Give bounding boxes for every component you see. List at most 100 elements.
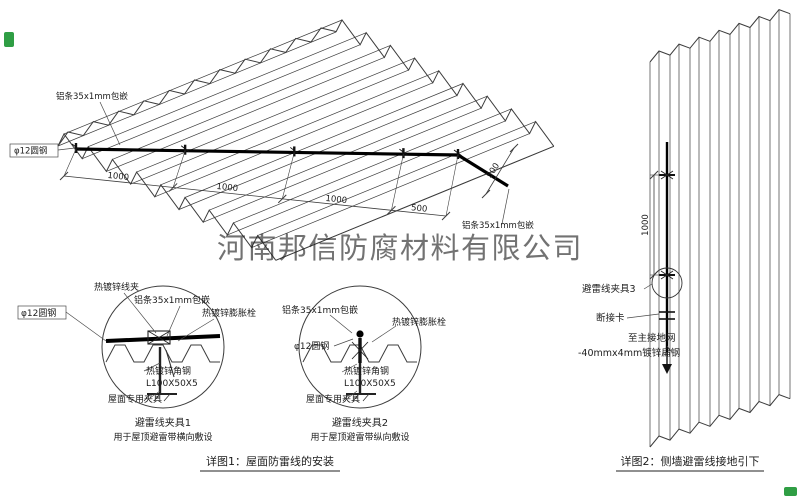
roof-ridge-line — [136, 57, 415, 173]
roof-fixture-label: 屋面专用夹具 — [108, 393, 162, 405]
strip-label: 铝条35x1mm包嵌 — [134, 294, 210, 306]
strip-label: 铝条35x1mm包嵌 — [282, 304, 358, 316]
disconnect-label: 断接卡 — [596, 312, 625, 324]
dimension-extension-line — [281, 152, 295, 199]
roof-ridge-line — [88, 32, 367, 148]
fig1-roof-view: 铝条35x1mm包嵌 φ12圆钢 铝条35x1mm包嵌 1000 1000 10… — [9, 19, 555, 261]
dimension-tick — [277, 194, 287, 204]
roof-ridge-line — [57, 31, 337, 147]
roof-ridge-line — [251, 133, 530, 248]
roof-ridge-line — [106, 57, 385, 172]
fig2-caption: 详图2：侧墙避雷线接地引下 — [621, 454, 760, 468]
detail1-round-steel-label-box — [17, 305, 67, 320]
detail-clamp2-callout: 铝条35x1mm包嵌 热镀锌膨胀栓 φ12圆钢 热镀锌角钢 L100X50X5 … — [282, 285, 446, 443]
roof-ridge-line — [227, 120, 506, 236]
detail2-callout-circle — [298, 285, 422, 409]
wire-clamp-hatch — [453, 149, 463, 157]
dim-1000-1: 1000 — [107, 171, 130, 183]
detail1-title: 避雷线夹具1 — [135, 416, 191, 429]
expansion-bolt-label: 热镀锌膨胀栓 — [392, 316, 446, 328]
roof-ridge-line — [203, 107, 482, 223]
fig1-leader-lines — [57, 101, 510, 225]
roof-ridge-line — [275, 145, 554, 261]
wall-dim-1000: 1000 — [641, 214, 651, 236]
roof-corrugation-geometry — [57, 19, 555, 261]
detail1-clamp-hatch — [147, 330, 171, 345]
dimension-tick — [481, 189, 491, 199]
wire-clamp-hatch — [71, 143, 81, 151]
dimension-extension-line — [63, 148, 77, 177]
angle-size-label: L100X50X5 — [344, 379, 396, 389]
roof-ridge-line — [112, 45, 391, 160]
roof-ridge-line — [154, 82, 433, 198]
dimension-tick — [509, 143, 519, 153]
detail1-leader-lines — [65, 292, 215, 399]
fig2-leader-lines — [626, 283, 673, 353]
expansion-bolt-label: 热镀锌膨胀栓 — [202, 307, 256, 319]
wall-bottom-edge — [649, 394, 791, 448]
detail1-clamp — [147, 330, 171, 345]
roof-ridge-line — [257, 121, 536, 236]
detail2-ground-hatch — [342, 393, 370, 402]
wire-clamp-hatch — [290, 147, 299, 154]
detail2-title: 避雷线夹具2 — [332, 416, 388, 429]
wall-clamp-lower-hatch — [660, 270, 674, 280]
roof-dimension-geometry — [59, 143, 519, 221]
wall-dim-ticks — [649, 170, 659, 280]
dimension-extension-line — [172, 150, 186, 188]
dim-1000-3: 1000 — [325, 194, 348, 206]
wall-clamp-upper-hatch — [660, 170, 674, 180]
fig2-wall-view: 1000 避雷线夹具3 断接卡 至主接地网 -40mmx4mm镀锌扁钢 — [578, 9, 791, 448]
angle-steel-label: 热镀锌角钢 — [344, 365, 389, 377]
wire-clip-label: 热镀锌线夹 — [94, 281, 139, 293]
green-watermark-mark-bottom-right — [784, 487, 797, 496]
wall-top-edge — [649, 9, 791, 63]
detail1-callout-circle — [101, 285, 225, 409]
aluminum-strip-label-right: 铝条35x1mm包嵌 — [462, 220, 534, 231]
roof-fixture-label: 屋面专用夹具 — [306, 393, 360, 405]
green-watermark-mark-top-left — [4, 32, 14, 47]
wire-clamp-hatch — [399, 148, 408, 156]
roof-ridge-line — [184, 83, 464, 198]
dim-500-2: 500 — [485, 161, 503, 180]
detail1-subtitle: 用于屋顶避雷带横向敷设 — [113, 431, 212, 443]
dimension-chain-line — [63, 175, 447, 217]
wall-corrugation-geometry — [649, 9, 791, 448]
angle-steel-label: 热镀锌角钢 — [146, 365, 191, 377]
detail1-expansion-bolt — [165, 349, 175, 378]
detail2-subtitle: 用于屋顶避雷带纵向敷设 — [310, 431, 409, 443]
round-steel-label-red: φ12圆钢 — [294, 340, 329, 352]
roof-ridge-line — [63, 19, 343, 135]
roof-ridge-line — [82, 44, 361, 160]
aluminum-strip-label: 铝条35x1mm包嵌 — [56, 91, 128, 102]
detail-clamp1-callout: 热镀锌线夹 铝条35x1mm包嵌 热镀锌膨胀栓 φ12圆钢 热镀锌角钢 L100… — [17, 281, 256, 443]
detail2-leader-lines — [329, 314, 397, 399]
dimension-tick — [168, 183, 178, 192]
clamp3-label: 避雷线夹具3 — [582, 283, 636, 295]
ground-arrow-head — [662, 364, 672, 374]
detail1-ground-hatch — [143, 393, 171, 402]
roof-ridge-line — [130, 69, 409, 185]
dimension-tick — [387, 205, 396, 215]
angle-size-label: L100X50X5 — [146, 379, 198, 389]
flat-steel-label: -40mmx4mm镀锌扁钢 — [578, 347, 680, 359]
wire-clamp-hatch — [180, 145, 190, 153]
dimension-extension-line — [391, 154, 404, 211]
fig1-caption: 详图1：屋面防雷线的安装 — [206, 454, 334, 468]
roof-ridge-line — [160, 70, 439, 186]
round-steel-label: φ12圆钢 — [14, 146, 47, 157]
dim-1000-2: 1000 — [216, 182, 239, 194]
detail1-wire — [105, 334, 221, 343]
detail1-roof-profile — [105, 344, 220, 363]
dim-500-1: 500 — [411, 203, 428, 215]
lightning-wire — [75, 147, 509, 188]
slope-dimension-line — [485, 147, 515, 195]
company-watermark: 河南邦信防腐材料有限公司 — [217, 231, 583, 265]
dimension-tick — [441, 211, 451, 221]
dimension-tick — [59, 171, 69, 181]
round-steel-label: φ12圆钢 — [21, 307, 56, 319]
dimension-extension-line — [445, 154, 459, 217]
roof-top-left-profile-edge — [57, 27, 337, 147]
